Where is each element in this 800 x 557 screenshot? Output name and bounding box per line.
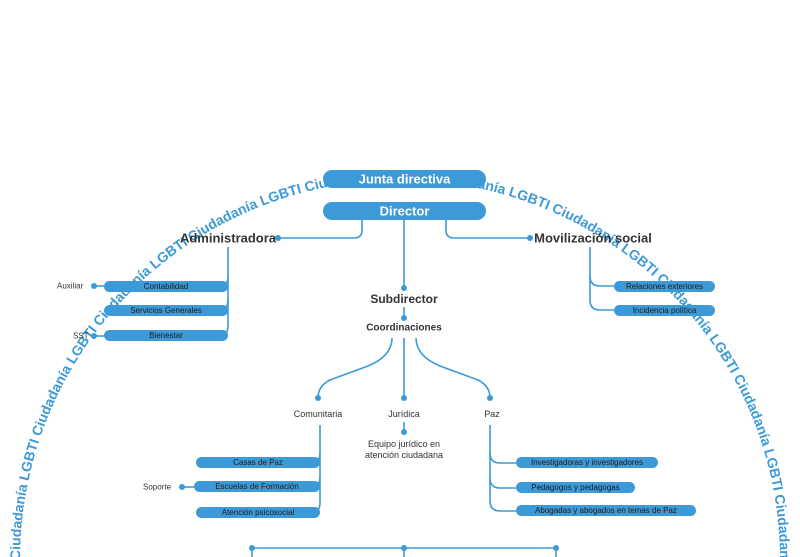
director-label: Director: [380, 204, 430, 219]
com-vertical: [296, 425, 321, 514]
movilizacion-label: Movilización social: [534, 231, 652, 246]
node-atencion-psicosocial: Atención psicosocial: [196, 507, 320, 518]
node-relaciones-exteriores: Relaciones exteriores: [614, 281, 715, 292]
node-contabilidad: Contabilidad: [104, 281, 228, 292]
sst-label: SST: [73, 332, 89, 341]
juridica-label: Jurídica: [388, 409, 420, 419]
node-pedagogos: Pedagogos y pedagogas: [516, 482, 635, 493]
atencion-psicosocial-label: Atención psicosocial: [222, 508, 295, 517]
mov-vertical: [589, 247, 614, 311]
node-abogados-paz: Abogadas y abogados en temas de Paz: [516, 505, 696, 516]
link-admin: [278, 219, 363, 239]
escuelas-de-formacion-label: Escuelas de Formación: [215, 482, 299, 491]
relaciones-exteriores-label: Relaciones exteriores: [626, 282, 703, 291]
abogados-paz-label: Abogadas y abogados en temas de Paz: [535, 506, 677, 515]
coordinaciones-label: Coordinaciones: [366, 323, 442, 334]
paz-label: Paz: [484, 409, 500, 419]
paz-vertical: [489, 425, 516, 512]
node-incidencia-politica: Incidencia política: [614, 305, 715, 316]
node-servicios-generales: Servicios Generales: [104, 305, 228, 316]
incidencia-politica-label: Incidencia política: [633, 306, 697, 315]
fan-left: [317, 337, 393, 399]
administradora-label: Administradora: [180, 231, 277, 246]
paz-branch-1: [489, 452, 516, 464]
equipo-juridico-line2: atención ciudadana: [365, 450, 443, 460]
comunitaria-label: Comunitaria: [294, 409, 343, 419]
paz-branch-2: [489, 477, 516, 489]
servicios-generales-label: Servicios Generales: [130, 306, 202, 315]
auxiliar-label: Auxiliar: [57, 282, 84, 291]
node-escuelas-de-formacion: Escuelas de Formación: [194, 481, 320, 492]
node-bienestar: Bienestar: [104, 330, 228, 341]
casas-de-paz-label: Casas de Paz: [233, 458, 283, 467]
node-casas-de-paz: Casas de Paz: [196, 457, 320, 468]
investigadores-label: Investigadoras y investigadores: [531, 458, 643, 467]
subdirector-label: Subdirector: [370, 292, 438, 306]
mov-branch-1: [589, 275, 614, 287]
node-director: Director: [323, 202, 486, 220]
pedagogos-label: Pedagogos y pedagogas: [531, 483, 620, 492]
link-mov: [445, 219, 530, 239]
equipo-juridico-line1: Equipo jurídico en: [368, 439, 440, 449]
junta-label: Junta directiva: [359, 172, 452, 187]
node-junta-directiva: Junta directiva: [323, 170, 486, 188]
fan-right: [415, 337, 491, 399]
contabilidad-label: Contabilidad: [144, 282, 188, 291]
dots: [91, 235, 559, 551]
soporte-label: Soporte: [143, 483, 172, 492]
node-investigadores: Investigadoras y investigadores: [516, 457, 658, 468]
bienestar-label: Bienestar: [149, 331, 183, 340]
